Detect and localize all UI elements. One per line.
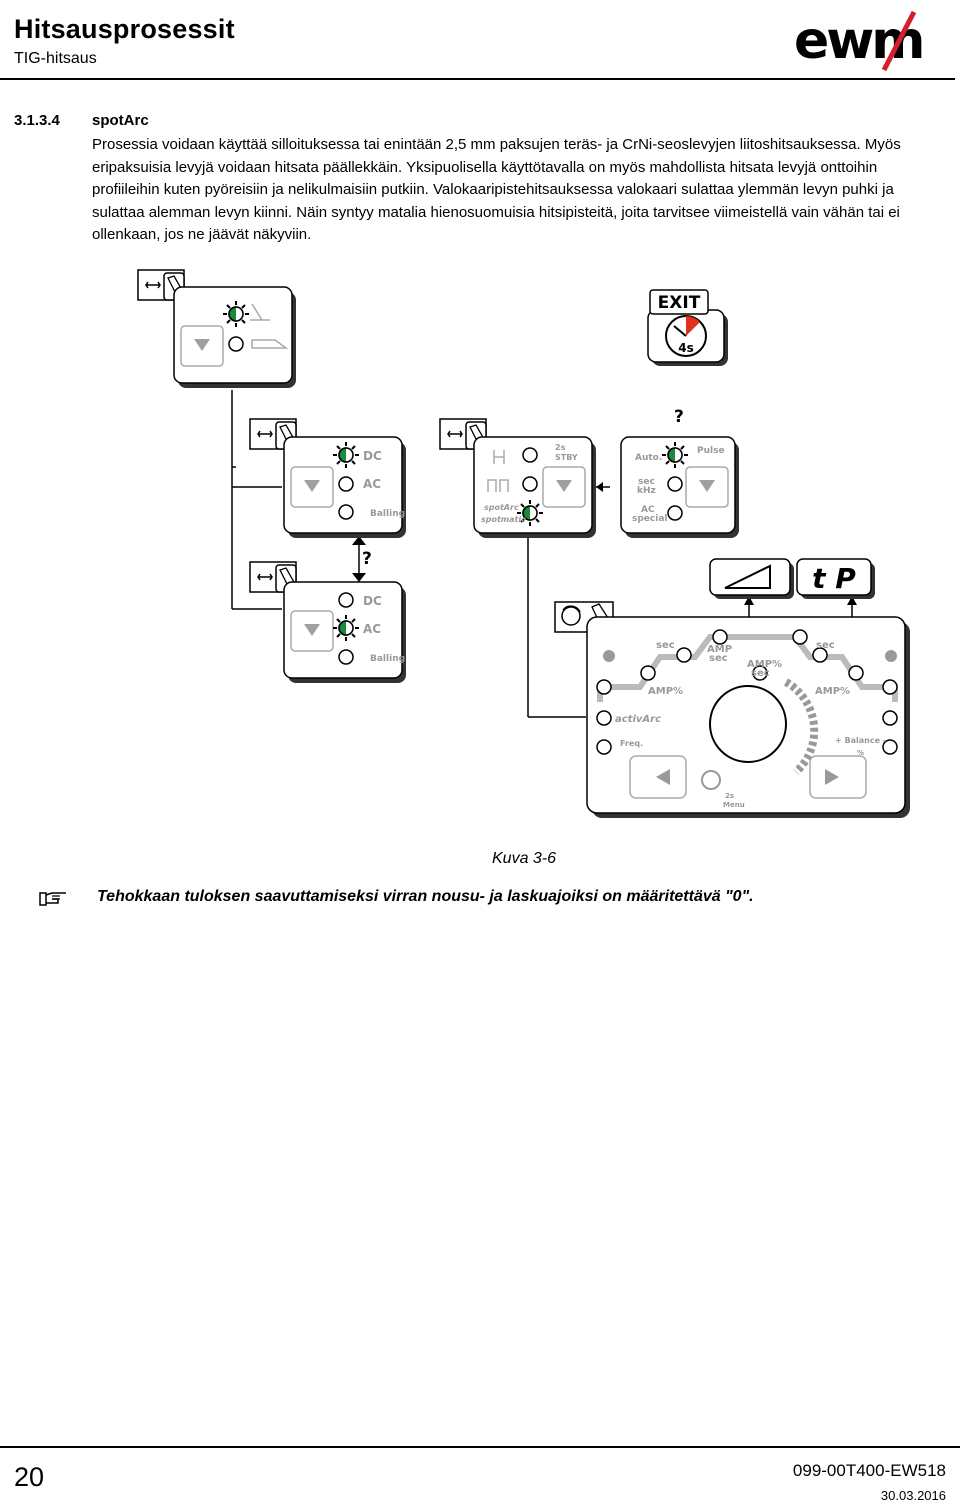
led-off-icon xyxy=(338,592,354,608)
led-off-icon xyxy=(338,476,354,492)
page-header-title: Hitsausprosessit xyxy=(14,14,235,44)
spotmatic-label: spotmatic xyxy=(481,515,526,524)
exit-label: EXIT xyxy=(658,293,701,313)
pulse-label: Pulse xyxy=(697,446,725,456)
stby-top: 2s xyxy=(555,443,566,452)
menu-top-label: 2s xyxy=(725,792,734,800)
section-body: Prosessia voidaan käyttää silloituksessa… xyxy=(92,136,901,243)
led-off-icon xyxy=(667,476,683,492)
sec-label: sec xyxy=(638,477,655,487)
logo-text: ewm xyxy=(794,11,923,71)
gas-pre-icon xyxy=(603,650,615,662)
balling-label: Balling xyxy=(370,654,405,664)
menu-label: Menu xyxy=(723,801,745,809)
section-title: spotArc xyxy=(92,112,149,129)
menu-knob-icon xyxy=(701,770,721,790)
document-number: 099-00T400-EW518 xyxy=(792,1461,946,1480)
freq-label: Freq. xyxy=(620,739,643,748)
led-off-icon xyxy=(338,504,354,520)
spotarc-label: spotArc xyxy=(484,503,519,512)
auto-label: Auto. xyxy=(635,453,662,463)
note-text: Tehokkaan tuloksen saavuttamiseksi virra… xyxy=(97,888,754,905)
pointing-hand-icon xyxy=(39,892,66,906)
ewm-logo: ewm xyxy=(794,10,926,72)
balance-label: + Balance - xyxy=(835,736,886,745)
panel-polarity-dc: DC AC Balling xyxy=(283,436,406,538)
ac-label: AC xyxy=(363,622,381,636)
stby-label: STBY xyxy=(555,453,578,462)
ac-label: AC xyxy=(363,477,381,491)
section-number: 3.1.3.4 xyxy=(14,112,60,129)
ac-special-label-2: special xyxy=(632,514,667,524)
panel-polarity-ac: DC AC Balling xyxy=(283,581,406,683)
sec-label: sec xyxy=(656,640,675,651)
khz-label: kHz xyxy=(637,486,656,496)
sec-label: sec xyxy=(709,653,728,664)
question-mark: ? xyxy=(362,549,372,569)
ac-special-label-1: AC xyxy=(641,505,655,515)
display-text: t P xyxy=(812,562,856,595)
led-off-icon xyxy=(522,476,538,492)
amp-label: AMP xyxy=(707,644,732,655)
panel-operating-mode: 2s STBY spotArc spotmatic xyxy=(473,436,596,538)
control-panel-diagram: EXIT 4s ? DC AC Balling 2s STBY spotArc … xyxy=(137,269,910,818)
exit-timer: EXIT 4s xyxy=(647,289,728,366)
led-off-icon xyxy=(522,447,538,463)
sec-label: sec xyxy=(816,640,835,651)
control-knob[interactable] xyxy=(709,685,787,763)
led-off-icon xyxy=(228,336,244,352)
display-value: t P xyxy=(796,558,875,599)
led-off-icon xyxy=(338,649,354,665)
document-date: 30.03.2016 xyxy=(880,1488,946,1503)
amp-pct-label: AMP% xyxy=(815,686,850,697)
amp-pct-label: AMP% xyxy=(747,659,782,670)
panel-process-select xyxy=(173,286,296,388)
dc-label: DC xyxy=(363,449,382,463)
amp-pct-label: AMP% xyxy=(648,686,683,697)
page-number: 20 xyxy=(14,1462,45,1492)
display-ramp xyxy=(709,558,794,599)
dc-label: DC xyxy=(363,594,382,608)
exit-time: 4s xyxy=(678,341,694,355)
panel-pulse: Auto. Pulse sec kHz AC special xyxy=(620,436,739,538)
sec-label: sec xyxy=(751,668,770,679)
activarc-label: activArc xyxy=(615,714,661,725)
pct-label: % xyxy=(857,749,864,757)
question-mark: ? xyxy=(674,407,684,427)
page-header-subtitle: TIG-hitsaus xyxy=(14,50,97,67)
arrow-right-icon xyxy=(825,769,839,785)
gas-post-icon xyxy=(885,650,897,662)
led-off-icon xyxy=(667,505,683,521)
figure-caption: Kuva 3-6 xyxy=(492,850,557,867)
header-rule xyxy=(0,78,955,80)
footer-rule xyxy=(0,1446,960,1448)
balling-label: Balling xyxy=(370,509,405,519)
main-control-panel: sec sec AMP sec AMP% sec AMP% AMP% activ… xyxy=(586,616,910,818)
arrow-left-icon xyxy=(656,769,670,785)
